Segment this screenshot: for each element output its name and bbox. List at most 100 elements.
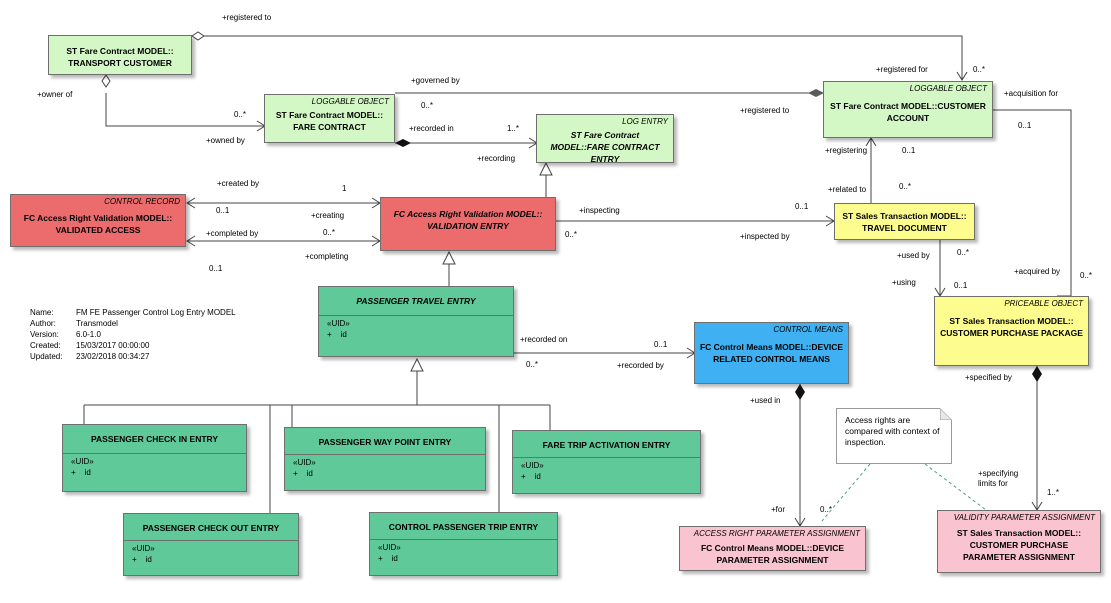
- aggregation-diamond-owner: [101, 74, 111, 88]
- composition-diamond-device: [795, 384, 805, 400]
- assoc-registered-to: [204, 35, 963, 80]
- uid-stereotype: «UID»: [521, 461, 544, 470]
- fare-contract-entry-class[interactable]: LOG ENTRY ST Fare Contract MODEL::FARE C…: [536, 114, 674, 164]
- multiplicity-label: 0..1: [795, 202, 809, 211]
- composition-diamond-package: [1032, 366, 1042, 382]
- arrow-completed-by-left: [186, 235, 196, 247]
- uid-stereotype: «UID»: [327, 319, 350, 328]
- role-label: +related to: [828, 185, 867, 194]
- role-label: +used in: [750, 396, 781, 405]
- multiplicity-label: 1..*: [507, 124, 520, 133]
- role-label: +inspecting: [579, 206, 620, 215]
- note-anchor-left: [821, 463, 871, 522]
- role-label: +governed by: [411, 76, 460, 85]
- customer-purchase-parameter-assignment-class[interactable]: VALIDITY PARAMETER ASSIGNMENT ST Sales T…: [937, 510, 1101, 573]
- role-label: +registered for: [876, 65, 928, 74]
- class-attributes: «UID» + id: [513, 457, 700, 484]
- role-label: +using: [892, 278, 916, 287]
- customer-account-class[interactable]: LOGGABLE OBJECT ST Fare Contract MODEL::…: [823, 81, 993, 138]
- fare-contract-class[interactable]: LOGGABLE OBJECT ST Fare Contract MODEL::…: [264, 94, 395, 143]
- role-label: +registered to: [222, 13, 272, 22]
- multiplicity-label: 0..*: [323, 228, 336, 237]
- multiplicity-label: 0..*: [957, 248, 970, 257]
- class-stereotype: CONTROL MEANS: [773, 325, 843, 334]
- role-label: +owned by: [206, 136, 245, 145]
- device-parameter-assignment-class[interactable]: ACCESS RIGHT PARAMETER ASSIGNMENT FC Con…: [679, 526, 866, 571]
- customer-purchase-package-class[interactable]: PRICEABLE OBJECT ST Sales Transaction MO…: [934, 296, 1089, 366]
- shared-diamond-governed: [808, 89, 824, 97]
- attribute-row: + id: [293, 469, 313, 478]
- multiplicity-label: 1..*: [1047, 488, 1060, 497]
- class-name: PASSENGER CHECK IN ENTRY: [90, 434, 219, 444]
- class-stereotype: PRICEABLE OBJECT: [1004, 299, 1083, 308]
- transport-customer-class[interactable]: ST Fare Contract MODEL:: TRANSPORT CUSTO…: [48, 35, 192, 75]
- class-name: CONTROL PASSENGER TRIP ENTRY: [388, 522, 539, 532]
- role-label: +used by: [897, 251, 930, 260]
- class-stereotype: ACCESS RIGHT PARAMETER ASSIGNMENT: [693, 529, 860, 538]
- multiplicity-label: 0..*: [1080, 271, 1093, 280]
- diagram-metadata: Name:FM FE Passenger Control Log Entry M…: [30, 307, 236, 362]
- fare-trip-activation-entry-class[interactable]: FARE TRIP ACTIVATION ENTRY «UID» + id: [512, 430, 701, 494]
- attribute-row: + id: [71, 468, 91, 477]
- class-name: ST Sales Transaction MODEL:: TRAVEL DOCU…: [842, 211, 967, 233]
- control-passenger-trip-entry-class[interactable]: CONTROL PASSENGER TRIP ENTRY «UID» + id: [369, 512, 558, 576]
- class-attributes: «UID» + id: [63, 453, 246, 480]
- comment-note: Access rights are compared with context …: [836, 408, 952, 464]
- arrow-registered-to: [956, 71, 968, 81]
- class-attributes: «UID» + id: [319, 315, 513, 342]
- note-anchor-right: [924, 463, 991, 514]
- aggregation-diamond-top: [191, 31, 205, 41]
- multiplicity-label: 0..*: [526, 360, 539, 369]
- multiplicity-label: 0..*: [565, 230, 578, 239]
- role-label: +recorded in: [409, 124, 454, 133]
- multiplicity-label: 0..1: [216, 206, 230, 215]
- device-related-control-means-class[interactable]: CONTROL MEANS FC Control Means MODEL::DE…: [694, 322, 849, 384]
- assoc-owner-of: [105, 93, 265, 127]
- class-name: ST Fare Contract MODEL::CUSTOMER ACCOUNT: [830, 101, 986, 123]
- class-name: ST Fare Contract MODEL::FARE CONTRACT EN…: [550, 130, 660, 164]
- multiplicity-label: 0..*: [899, 182, 912, 191]
- class-name: ST Sales Transaction MODEL:: CUSTOMER PU…: [956, 528, 1082, 562]
- travel-document-class[interactable]: ST Sales Transaction MODEL:: TRAVEL DOCU…: [834, 203, 975, 240]
- multiplicity-label: 0..1: [902, 146, 916, 155]
- role-label: +specified by: [965, 373, 1012, 382]
- multiplicity-label: 0..1: [954, 281, 968, 290]
- multiplicity-label: 0..1: [209, 264, 223, 273]
- uid-stereotype: «UID»: [71, 457, 94, 466]
- meta-name-row: Name:FM FE Passenger Control Log Entry M…: [30, 308, 236, 317]
- class-attributes: «UID» + id: [285, 454, 485, 481]
- role-label: +recorded by: [617, 361, 664, 370]
- passenger-travel-entry-class[interactable]: PASSENGER TRAVEL ENTRY «UID» + id: [318, 286, 514, 357]
- validated-access-class[interactable]: CONTROL RECORD FC Access Right Validatio…: [10, 194, 186, 247]
- validation-entry-class[interactable]: FC Access Right Validation MODEL:: VALID…: [380, 197, 556, 251]
- class-stereotype: CONTROL RECORD: [104, 197, 180, 206]
- class-name: PASSENGER CHECK OUT ENTRY: [142, 523, 280, 533]
- passenger-way-point-entry-class[interactable]: PASSENGER WAY POINT ENTRY «UID» + id: [284, 427, 486, 491]
- class-stereotype: LOGGABLE OBJECT: [311, 97, 389, 106]
- gen-triangle-passenger-travel-entry: [410, 357, 424, 372]
- note-text: Access rights are compared with context …: [845, 415, 940, 447]
- class-name: ST Fare Contract MODEL:: FARE CONTRACT: [275, 110, 384, 132]
- role-label: +acquisition for: [1004, 89, 1059, 98]
- role-label: +recording: [477, 154, 516, 163]
- class-name: FC Control Means MODEL::DEVICE RELATED C…: [699, 342, 844, 364]
- role-label: +registered to: [740, 106, 790, 115]
- class-stereotype: LOG ENTRY: [622, 117, 668, 126]
- meta-version-row: Version:6.0-1.0: [30, 330, 101, 339]
- class-name: ST Fare Contract MODEL:: TRANSPORT CUSTO…: [66, 46, 174, 68]
- class-name: PASSENGER WAY POINT ENTRY: [318, 437, 452, 447]
- meta-updated-row: Updated:23/02/2018 00:34:27: [30, 352, 150, 361]
- passenger-check-out-entry-class[interactable]: PASSENGER CHECK OUT ENTRY «UID» + id: [123, 513, 299, 576]
- passenger-check-in-entry-class[interactable]: PASSENGER CHECK IN ENTRY «UID» + id: [62, 424, 247, 492]
- class-name: FARE TRIP ACTIVATION ENTRY: [542, 440, 671, 450]
- class-name: PASSENGER TRAVEL ENTRY: [356, 296, 476, 306]
- class-name: FC Access Right Validation MODEL:: VALID…: [23, 213, 173, 235]
- multiplicity-label: 1: [342, 184, 347, 193]
- uid-stereotype: «UID»: [293, 458, 316, 467]
- note-corner-fold: [940, 408, 952, 420]
- role-label: +owner of: [37, 90, 73, 99]
- class-name: FC Control Means MODEL::DEVICE PARAMETER…: [700, 543, 845, 565]
- attribute-row: + id: [327, 330, 347, 339]
- attribute-row: + id: [132, 555, 152, 564]
